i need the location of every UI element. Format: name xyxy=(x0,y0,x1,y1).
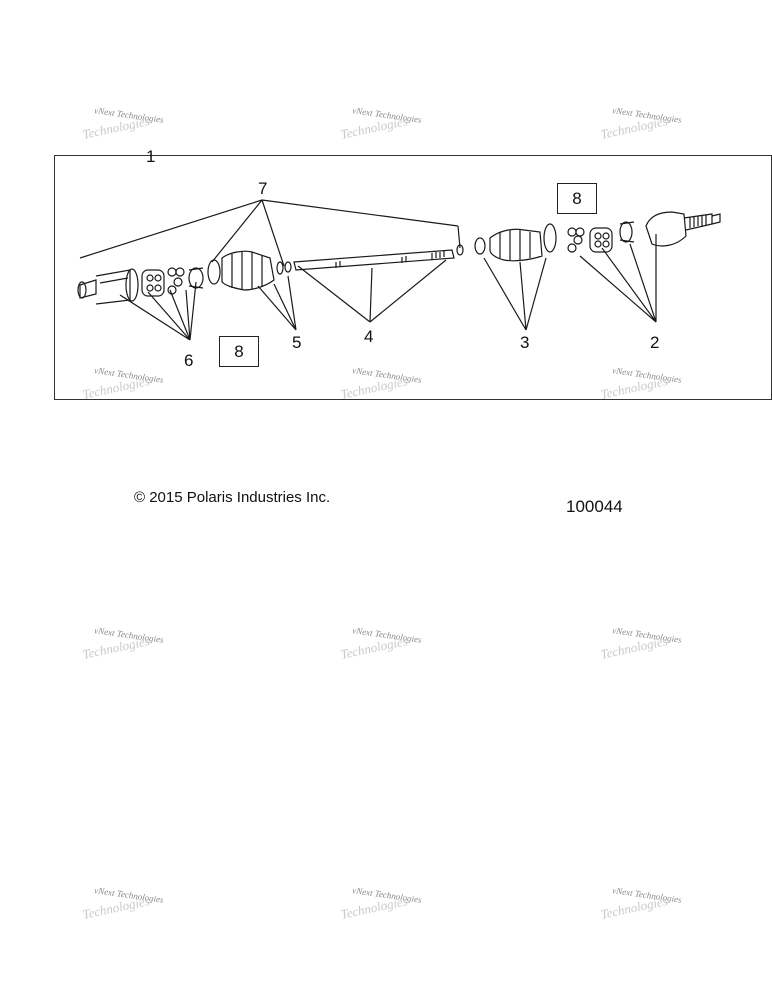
leader-2 xyxy=(579,234,657,323)
right-inner-race xyxy=(619,221,635,243)
right-boot xyxy=(489,228,543,262)
left-bearing xyxy=(141,269,165,297)
main-shaft xyxy=(293,249,455,271)
leader-6 xyxy=(119,281,197,341)
left-cv-joint xyxy=(77,268,139,305)
leader-3 xyxy=(483,257,547,331)
right-bearing xyxy=(589,227,613,253)
left-small-clamp xyxy=(276,261,284,275)
ref-box-8-bottom: 8 xyxy=(219,336,259,367)
leader-5 xyxy=(257,275,297,331)
left-boot xyxy=(221,250,275,291)
leader-7 xyxy=(79,199,461,267)
copyright-text: © 2015 Polaris Industries Inc. xyxy=(134,489,331,506)
ref-box-8-top: 8 xyxy=(557,183,597,214)
callout-4: 4 xyxy=(364,327,374,346)
callout-1: 1 xyxy=(146,147,156,166)
left-snap-ring xyxy=(284,261,292,273)
callout-5: 5 xyxy=(292,333,302,352)
leader-4 xyxy=(297,259,447,323)
drawing-number: 100044 xyxy=(566,497,623,516)
right-snap-ring xyxy=(456,244,464,256)
callout-3: 3 xyxy=(520,333,530,352)
right-cv-joint xyxy=(645,211,721,247)
right-balls xyxy=(567,227,585,253)
callout-7: 7 xyxy=(258,179,268,198)
left-inner-race xyxy=(188,267,204,289)
right-small-clamp xyxy=(474,237,486,255)
callout-6: 6 xyxy=(184,351,194,370)
left-balls xyxy=(167,267,185,295)
left-clamp xyxy=(207,259,221,285)
callout-2: 2 xyxy=(650,333,660,352)
right-clamp xyxy=(543,223,557,253)
